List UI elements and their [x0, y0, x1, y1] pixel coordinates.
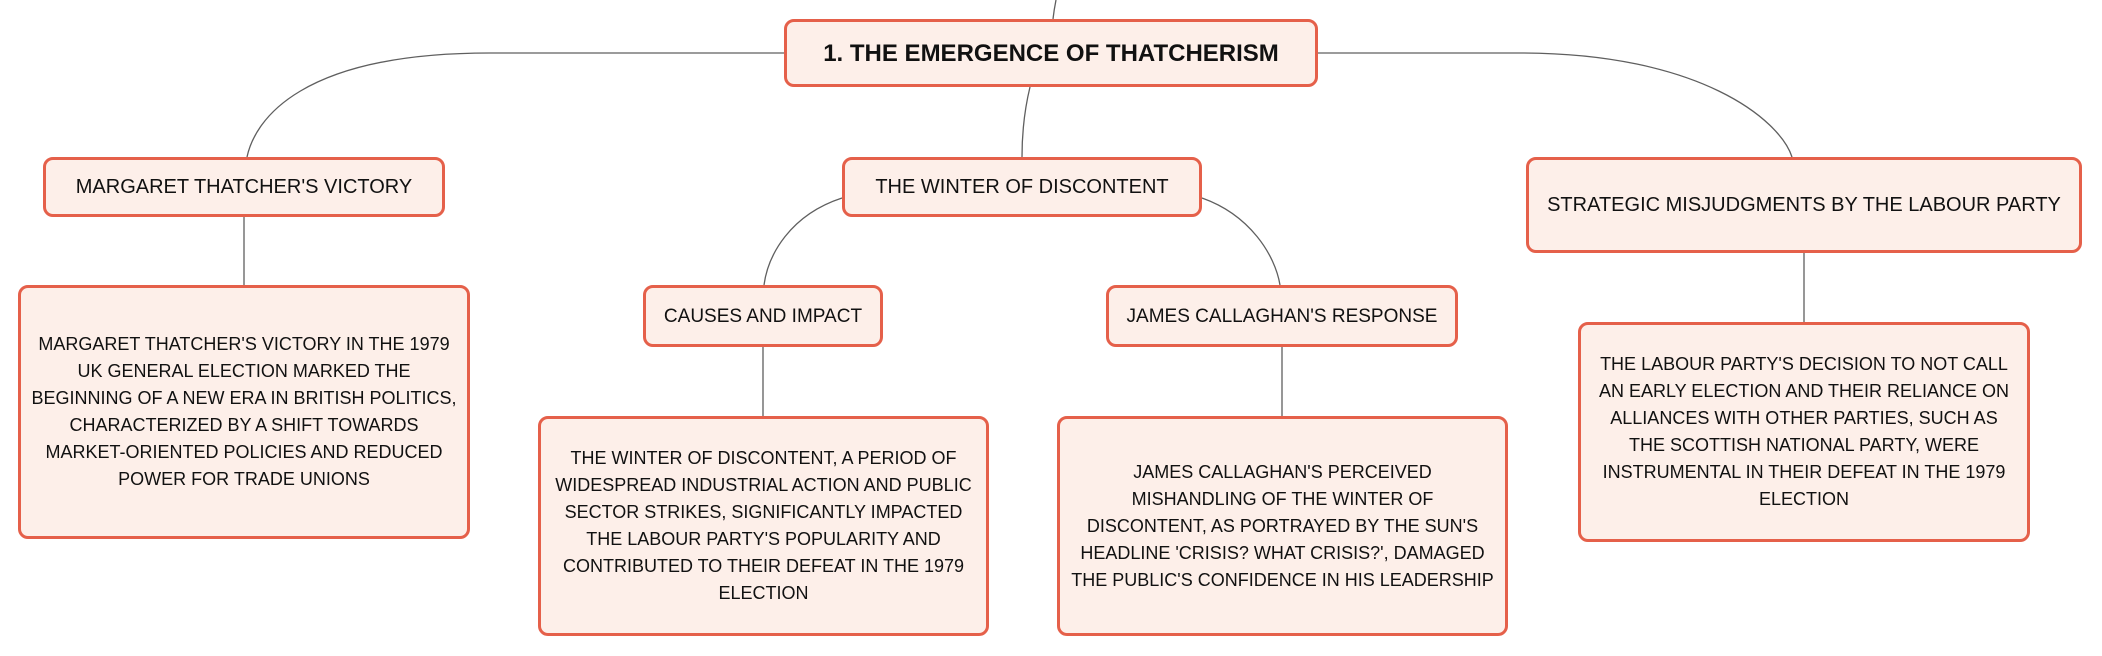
- detail-node-text: THE LABOUR PARTY'S DECISION TO NOT CALL …: [1598, 354, 2010, 509]
- connector-root-to-victory: [246, 52, 784, 158]
- connector-parent-to-root: [1052, 0, 1057, 20]
- root-node-emergence-of-thatcherism[interactable]: 1. THE EMERGENCE OF THATCHERISM: [784, 19, 1318, 87]
- subtopic-node-label: CAUSES AND IMPACT: [663, 305, 863, 327]
- topic-node-label: THE WINTER OF DISCONTENT: [875, 175, 1169, 198]
- detail-node-text: JAMES CALLAGHAN'S PERCEIVED MISHANDLING …: [1071, 461, 1494, 590]
- topic-node-label: MARGARET THATCHER'S VICTORY: [75, 175, 413, 198]
- detail-node-causes-and-impact[interactable]: THE WINTER OF DISCONTENT, A PERIOD OF WI…: [538, 416, 989, 636]
- detail-node-labour-misjudgments[interactable]: THE LABOUR PARTY'S DECISION TO NOT CALL …: [1578, 322, 2030, 542]
- connector-winter-to-callaghan: [1201, 197, 1281, 286]
- connector-root-to-winter: [1021, 86, 1031, 158]
- connector-root-to-labour: [1318, 52, 1793, 158]
- connector-winter-to-causes: [763, 197, 843, 286]
- detail-node-thatcher-victory[interactable]: MARGARET THATCHER'S VICTORY IN THE 1979 …: [18, 285, 470, 539]
- topic-node-thatcher-victory[interactable]: MARGARET THATCHER'S VICTORY: [43, 157, 445, 217]
- topic-node-label: STRATEGIC MISJUDGMENTS BY THE LABOUR PAR…: [1547, 193, 2061, 216]
- detail-node-text: THE WINTER OF DISCONTENT, A PERIOD OF WI…: [555, 448, 972, 603]
- subtopic-node-causes-and-impact[interactable]: CAUSES AND IMPACT: [643, 285, 883, 347]
- detail-node-text: MARGARET THATCHER'S VICTORY IN THE 1979 …: [31, 334, 457, 489]
- subtopic-node-callaghan-response[interactable]: JAMES CALLAGHAN'S RESPONSE: [1106, 285, 1458, 347]
- root-node-label: 1. THE EMERGENCE OF THATCHERISM: [823, 39, 1279, 67]
- subtopic-node-label: JAMES CALLAGHAN'S RESPONSE: [1126, 305, 1438, 327]
- topic-node-winter-of-discontent[interactable]: THE WINTER OF DISCONTENT: [842, 157, 1202, 217]
- detail-node-callaghan-response[interactable]: JAMES CALLAGHAN'S PERCEIVED MISHANDLING …: [1057, 416, 1508, 636]
- topic-node-labour-misjudgments[interactable]: STRATEGIC MISJUDGMENTS BY THE LABOUR PAR…: [1526, 157, 2082, 253]
